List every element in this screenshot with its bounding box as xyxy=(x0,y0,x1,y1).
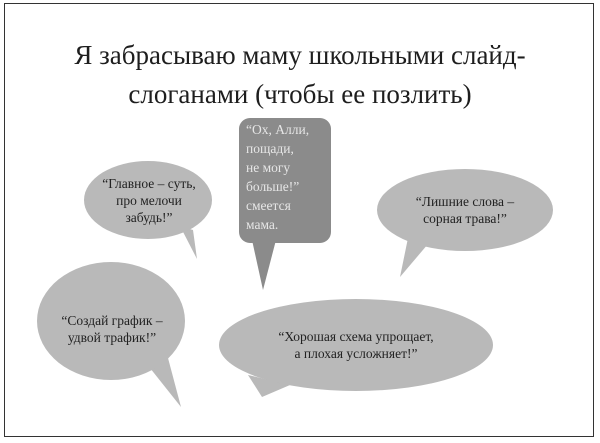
bubble-good-scheme-shape xyxy=(219,299,493,397)
bubble-mom-reply-shape xyxy=(239,118,331,290)
bubble-make-chart-shape xyxy=(37,262,185,407)
title-line-1: Я забрасываю маму школьными слайд- xyxy=(74,40,526,70)
bubble-main-idea-text: “Главное – суть, про мелочи забудь!” xyxy=(102,176,196,225)
bubble-main-idea-shape xyxy=(84,161,212,259)
bubble-good-scheme-text: “Хорошая схема упрощает, а плохая усложн… xyxy=(278,329,434,361)
bubble-mom-reply-text: “Ох, Алли, пощади, не могу больше!” смее… xyxy=(246,122,310,232)
slide-title: Я забрасываю маму школьными слайд- слога… xyxy=(0,36,600,114)
bubble-extra-words-text: “Лишние слова – сорная трава!” xyxy=(415,194,515,226)
title-line-2: слоганами (чтобы ее позлить) xyxy=(128,79,472,109)
bubble-make-chart-text: “Создай график – удвой трафик!” xyxy=(61,313,163,345)
bubble-extra-words-shape xyxy=(377,169,553,277)
